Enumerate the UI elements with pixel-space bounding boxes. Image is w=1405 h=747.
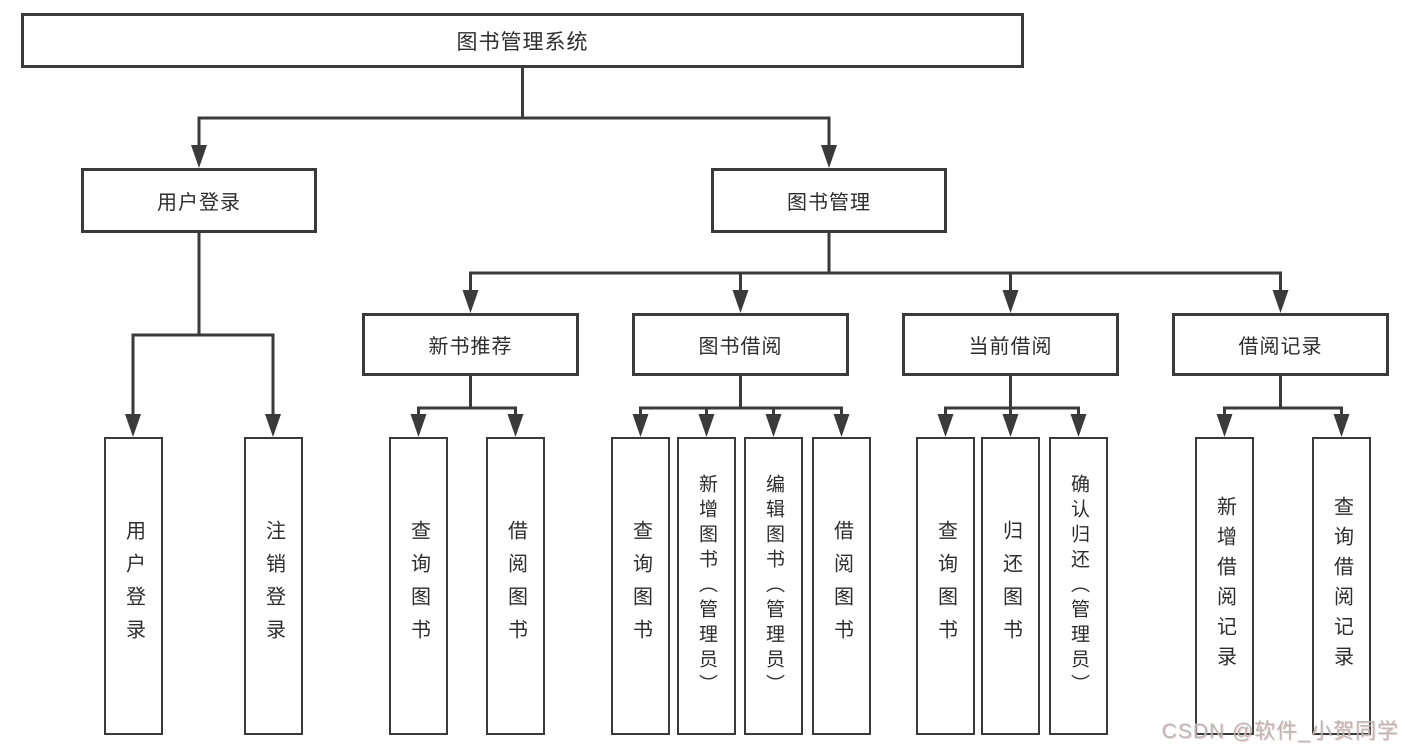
leaf-recommend-borrow-books-label: 借阅图书: [504, 520, 527, 652]
leaf-edit-books-admin: 编辑图书（管理员）: [744, 437, 803, 735]
leaf-confirm-return-admin-label: 确认归还（管理员）: [1068, 473, 1089, 699]
leaf-return-books-label: 归还图书: [999, 520, 1022, 652]
node-borrow-records-label: 借阅记录: [1238, 336, 1323, 358]
leaf-user-login: 用户登录: [104, 437, 163, 735]
leaf-add-borrow-record: 新增借阅记录: [1195, 437, 1254, 735]
node-library-system: 图书管理系统: [21, 13, 1024, 68]
node-book-borrow-label: 图书借阅: [698, 336, 783, 358]
leaf-add-books-admin: 新增图书（管理员）: [677, 437, 736, 735]
leaf-recommend-query-books-label: 查询图书: [407, 520, 430, 652]
node-book-management: 图书管理: [711, 168, 947, 233]
leaf-query-borrow-record-label: 查询借阅记录: [1330, 496, 1353, 676]
node-user-login: 用户登录: [81, 168, 317, 233]
leaf-add-books-admin-label: 新增图书（管理员）: [696, 473, 717, 699]
leaf-query-borrow-record: 查询借阅记录: [1312, 437, 1371, 735]
node-book-management-label: 图书管理: [787, 192, 871, 214]
node-current-borrow: 当前借阅: [902, 313, 1119, 376]
leaf-borrow-query-books-label: 查询图书: [629, 520, 652, 652]
leaf-borrow-books-label: 借阅图书: [830, 520, 853, 652]
node-new-book-recommend-label: 新书推荐: [428, 336, 513, 358]
leaf-add-borrow-record-label: 新增借阅记录: [1213, 496, 1236, 676]
node-new-book-recommend: 新书推荐: [362, 313, 579, 376]
leaf-borrow-books: 借阅图书: [812, 437, 871, 735]
csdn-watermark: CSDN @软件_小贺同学: [1161, 720, 1399, 743]
leaf-current-query-books-label: 查询图书: [934, 520, 957, 652]
node-book-borrow: 图书借阅: [632, 313, 849, 376]
leaf-current-query-books: 查询图书: [916, 437, 975, 735]
leaf-recommend-query-books: 查询图书: [389, 437, 448, 735]
leaf-confirm-return-admin: 确认归还（管理员）: [1049, 437, 1108, 735]
node-library-system-label: 图书管理系统: [456, 30, 589, 54]
node-current-borrow-label: 当前借阅: [968, 336, 1053, 358]
leaf-user-login-label: 用户登录: [122, 520, 145, 652]
leaf-borrow-query-books: 查询图书: [611, 437, 670, 735]
leaf-return-books: 归还图书: [981, 437, 1040, 735]
node-user-login-label: 用户登录: [157, 192, 241, 214]
leaf-logout-label: 注销登录: [262, 520, 285, 652]
node-borrow-records: 借阅记录: [1172, 313, 1389, 376]
leaf-recommend-borrow-books: 借阅图书: [486, 437, 545, 735]
leaf-logout: 注销登录: [244, 437, 303, 735]
leaf-edit-books-admin-label: 编辑图书（管理员）: [763, 473, 784, 699]
